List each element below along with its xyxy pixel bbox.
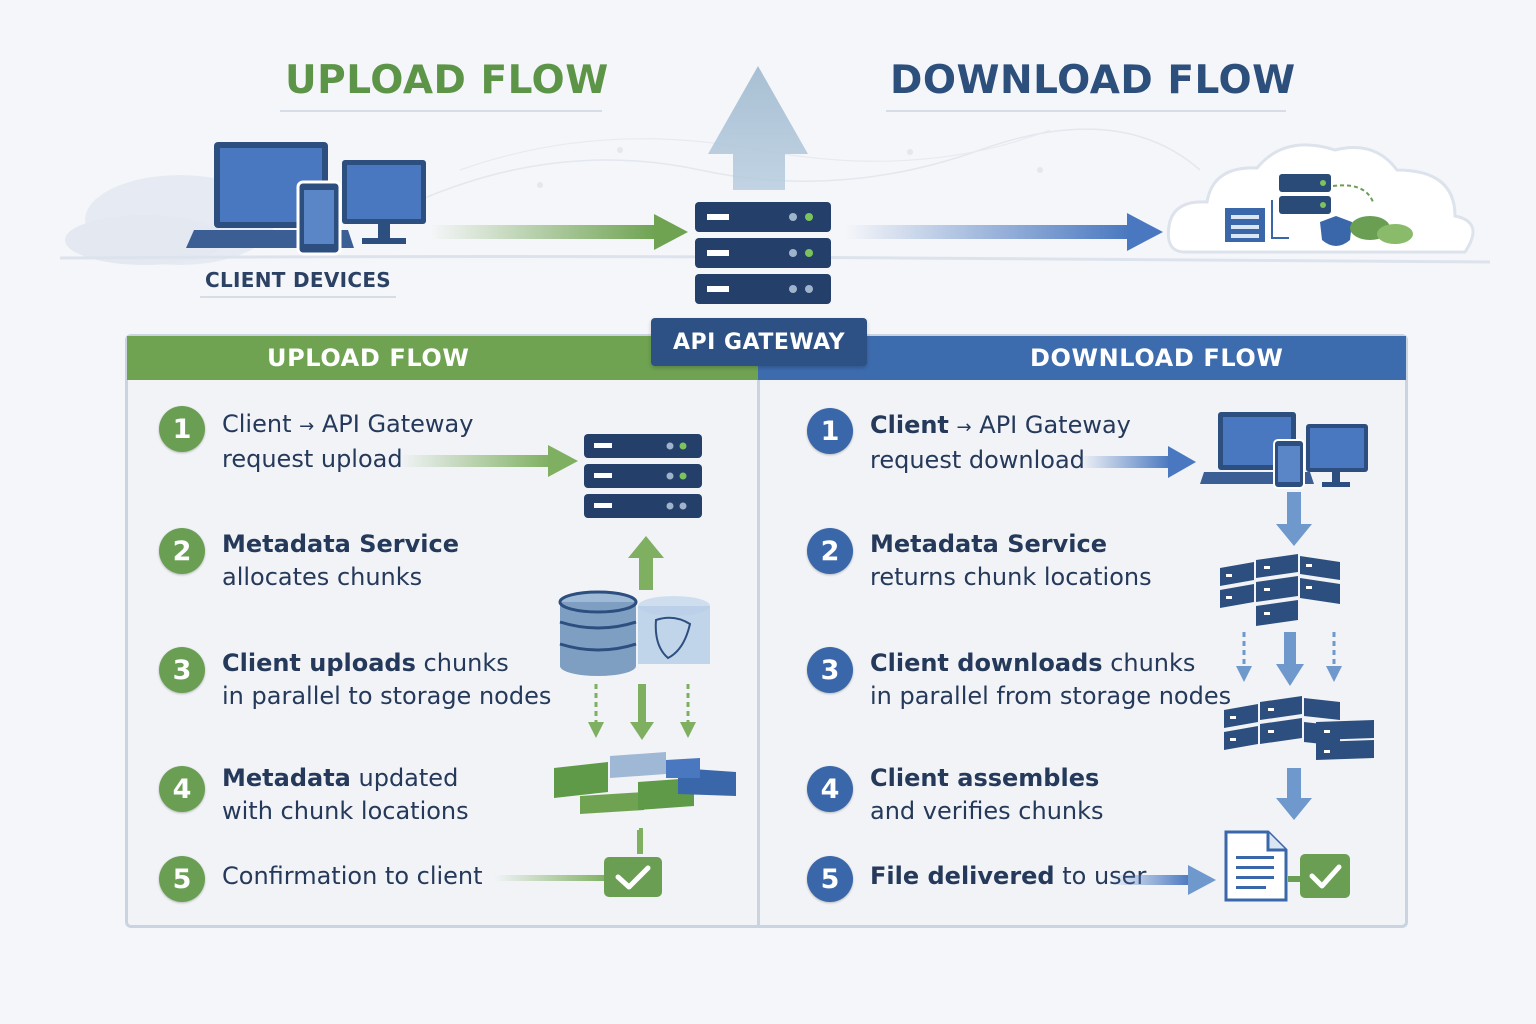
document-icon: [1224, 830, 1288, 902]
upload-step-number: 2: [159, 528, 205, 574]
step-bold: File delivered: [870, 862, 1055, 890]
download-flow-title: DOWNLOAD FLOW: [890, 58, 1296, 103]
step-bold: Client: [222, 410, 292, 438]
tablet-icon: [1273, 439, 1305, 489]
tablet-icon: [296, 180, 342, 256]
step-arrow: →: [299, 416, 315, 437]
flow-panel: [125, 334, 1408, 928]
download-parallel-arrows: [1236, 632, 1342, 686]
client-devices-icon: [186, 142, 426, 256]
step-bold: Client downloads: [870, 649, 1103, 677]
upload-step-5: Confirmation to client: [222, 860, 483, 893]
upload-title-underline: [280, 110, 602, 112]
step-line2: request upload: [222, 445, 403, 473]
step-line1: API Gateway: [314, 410, 474, 438]
step-bold: Metadata Service: [222, 530, 459, 558]
database-icon: [558, 590, 710, 676]
upload-step-number: 3: [159, 647, 205, 693]
download-step-number: 5: [807, 856, 853, 902]
upload-step-4: Metadata updated with chunk locations: [222, 762, 469, 828]
step-bold: Client assembles: [870, 764, 1100, 792]
download-step-2: Metadata Service returns chunk locations: [870, 528, 1152, 594]
top-download-arrow: [845, 213, 1163, 251]
download-step-1: Client → API Gateway request download: [870, 409, 1131, 477]
upload-confirm-line: [495, 830, 641, 881]
api-gateway-label: API GATEWAY: [651, 318, 867, 366]
step-line2: and verifies chunks: [870, 797, 1104, 825]
download-down-arrow-2: [1276, 768, 1312, 820]
shield-icon: [1320, 216, 1352, 246]
download-down-arrow-1: [1276, 492, 1312, 546]
upload-step1-arrow: [400, 445, 578, 477]
upload-step-number: 4: [159, 766, 205, 812]
step-line1: chunks: [1102, 649, 1196, 677]
download-step-4: Client assembles and verifies chunks: [870, 762, 1104, 828]
upload-step-3: Client uploads chunks in parallel to sto…: [222, 647, 551, 713]
monitor-icon: [342, 160, 426, 244]
client-devices-label: CLIENT DEVICES: [205, 268, 391, 292]
download-step-number: 4: [807, 766, 853, 812]
download-step-number: 1: [807, 408, 853, 454]
step-line1: chunks: [415, 649, 509, 677]
download-step-number: 3: [807, 647, 853, 693]
upload-server-icon: [584, 434, 702, 518]
download-devices-icon: [1200, 412, 1368, 489]
step-line2: with chunk locations: [222, 797, 469, 825]
step-line2: returns chunk locations: [870, 563, 1152, 591]
download-storage-stack-2: [1224, 696, 1374, 760]
upload-up-arrow: [628, 536, 664, 590]
devices-label-underline: [200, 296, 396, 298]
download-step-5: File delivered to user: [870, 860, 1146, 893]
upload-parallel-arrows: [588, 684, 696, 740]
upload-step-1: Client → API Gateway request upload: [222, 408, 473, 476]
upload-step-2: Metadata Service allocates chunks: [222, 528, 459, 594]
download-step5-arrow: [1110, 865, 1216, 895]
checkmark-icon: [1300, 854, 1350, 898]
step-line2: in parallel from storage nodes: [870, 682, 1232, 710]
step-line1: Confirmation to client: [222, 862, 483, 890]
api-gateway-server-icon: [695, 202, 831, 304]
step-line2: request download: [870, 446, 1085, 474]
step-line2: in parallel to storage nodes: [222, 682, 552, 710]
panel-divider: [757, 380, 760, 926]
download-step-3: Client downloads chunks in parallel from…: [870, 647, 1231, 713]
download-storage-stack-1: [1220, 554, 1340, 626]
storage-chunks-icon: [554, 752, 736, 814]
upload-flow-title: UPLOAD FLOW: [285, 58, 609, 103]
monitor-icon: [1306, 424, 1368, 487]
cloud-storage-icon: [1166, 143, 1475, 254]
upload-step-number: 5: [159, 856, 205, 902]
checkmark-icon: [604, 857, 662, 897]
step-bold: Metadata: [222, 764, 351, 792]
step-arrow: →: [956, 417, 972, 438]
step-line1: updated: [350, 764, 459, 792]
step-line1: API Gateway: [971, 411, 1131, 439]
step-bold: Client: [870, 411, 949, 439]
download-step1-arrow: [1080, 446, 1196, 478]
upload-step-number: 1: [159, 406, 205, 452]
step-bold: Metadata Service: [870, 530, 1107, 558]
download-step-number: 2: [807, 528, 853, 574]
upload-connector-line: [639, 828, 643, 854]
top-upload-arrow: [430, 214, 688, 250]
download-connector-line: [1288, 876, 1302, 882]
step-line2: allocates chunks: [222, 563, 423, 591]
download-title-underline: [886, 110, 1286, 112]
step-bold: Client uploads: [222, 649, 416, 677]
top-up-arrow: [708, 66, 808, 190]
